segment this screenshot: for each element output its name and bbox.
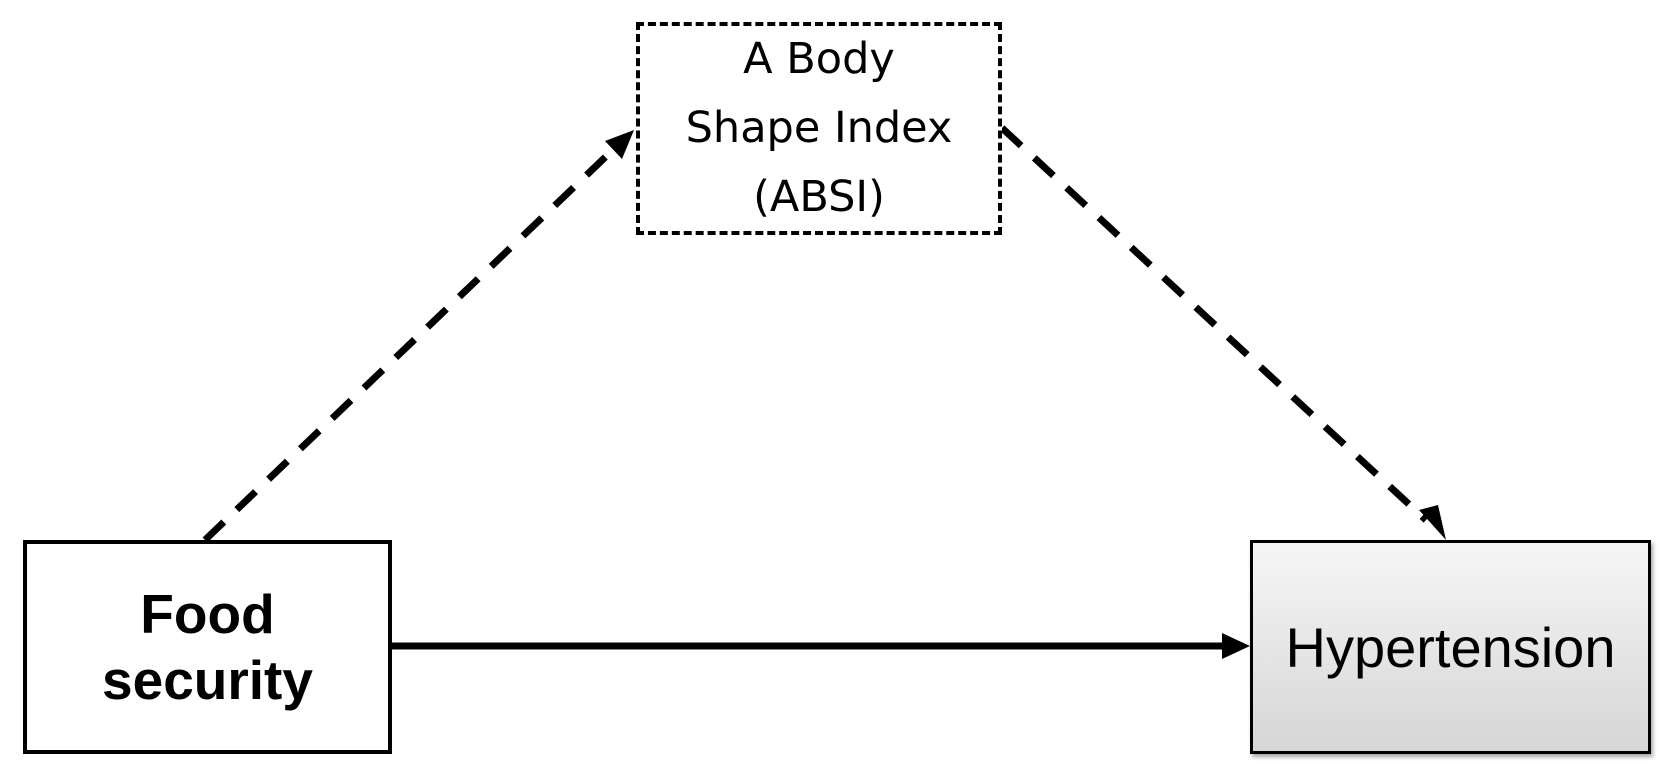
exposure-label-line-2: security [102,649,313,711]
exposure-label-line-1: Food [140,583,275,645]
mediator-label-line-2: Shape Index [685,103,953,153]
mediator-node-absi: A Body Shape Index (ABSI) [636,22,1002,235]
arrowhead-to-outcome-solid [1222,633,1250,659]
outcome-node-hypertension: Hypertension [1250,540,1651,754]
mediator-label-line-3: (ABSI) [753,172,885,222]
outcome-label: Hypertension [1285,615,1616,679]
edge-exposure-to-mediator [202,142,621,543]
mediator-label-line-1: A Body [743,34,895,84]
exposure-node-food-security: Food security [23,540,392,754]
edge-mediator-to-outcome [999,125,1429,523]
arrowhead-to-mediator [605,130,634,159]
arrowhead-to-outcome-dashed [1419,505,1446,540]
